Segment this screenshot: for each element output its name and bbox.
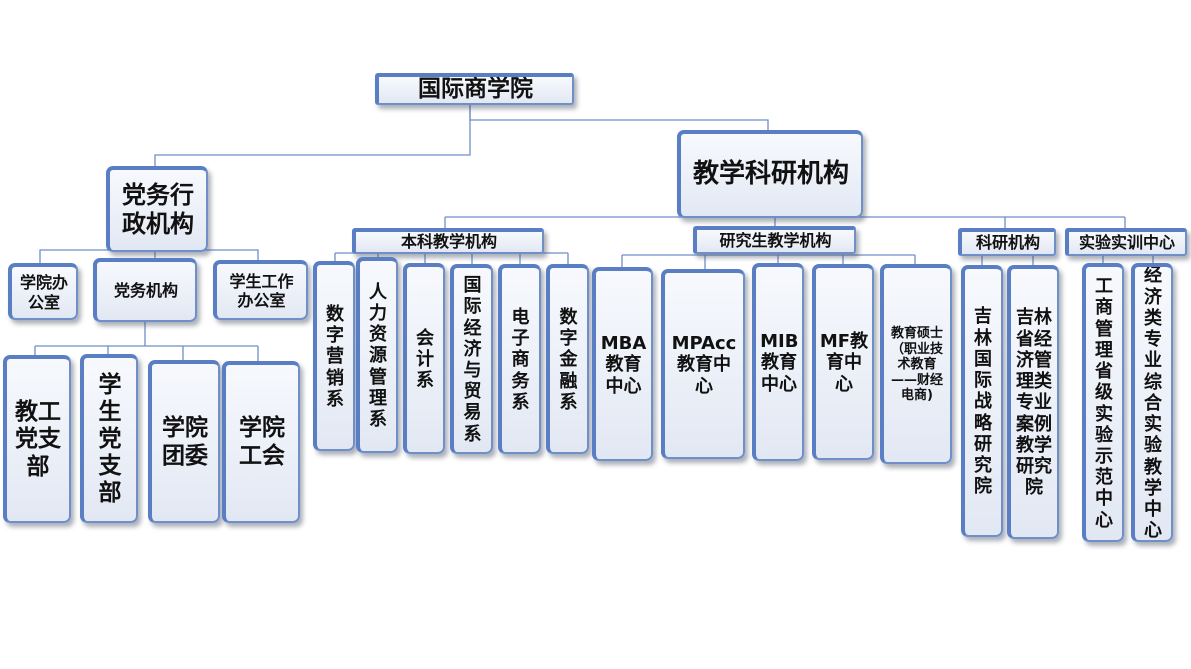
node-undergrad-teaching: 本科教学机构 (352, 228, 544, 254)
node-edu-master-center-label: 教育硕士（职业技术教育——财经电商) (890, 326, 943, 404)
node-graduate-teaching-label: 研究生教学机构 (719, 231, 832, 251)
node-case-teaching-institute-label: 吉林省经济管理类专业案例教学研究院 (1015, 307, 1052, 499)
node-student-party-branch-label: 学生党支部 (98, 371, 122, 507)
node-party-affairs: 党务机构 (93, 258, 197, 322)
node-mpacc-center: MPAcc教育中心 (661, 269, 745, 459)
node-root-label: 国际商学院 (418, 76, 533, 103)
node-mpacc-center-label: MPAcc教育中心 (671, 332, 737, 397)
node-dept-intl-trade-label: 国际经济与贸易系 (463, 275, 482, 445)
node-economics-lab-center: 经济类专业综合实验教学中心 (1131, 263, 1173, 542)
node-lab-center-label: 实验实训中心 (1078, 233, 1175, 253)
node-student-party-branch: 学生党支部 (80, 354, 138, 523)
node-teaching-research: 教学科研机构 (677, 130, 863, 218)
node-mf-center: MF教育中心 (812, 264, 874, 460)
node-lab-center: 实验实训中心 (1065, 228, 1187, 256)
node-dept-digital-marketing: 数字营销系 (313, 261, 355, 451)
node-economics-lab-center-label: 经济类专业综合实验教学中心 (1143, 265, 1162, 542)
node-college-office-label: 学院办公室 (19, 273, 68, 312)
node-mib-center-label: MIB教育中心 (760, 330, 799, 395)
node-research-institutes-label: 科研机构 (975, 233, 1040, 253)
node-dept-human-resources-label: 人力资源管理系 (368, 281, 387, 431)
node-student-affairs-office-label: 学生工作办公室 (229, 271, 294, 310)
node-business-lab-center: 工商管理省级实验示范中心 (1082, 263, 1124, 542)
node-dept-digital-marketing-label: 数字营销系 (325, 303, 344, 410)
node-dept-human-resources: 人力资源管理系 (356, 257, 398, 453)
node-teaching-research-label: 教学科研机构 (692, 159, 849, 190)
node-labor-union: 学院工会 (222, 361, 300, 523)
node-mf-center-label: MF教育中心 (819, 330, 869, 395)
node-edu-master-center: 教育硕士（职业技术教育——财经电商) (880, 264, 952, 464)
node-undergrad-teaching-label: 本科教学机构 (400, 232, 497, 252)
node-student-affairs-office: 学生工作办公室 (213, 260, 308, 320)
node-mib-center: MIB教育中心 (752, 263, 804, 461)
node-dept-ecommerce: 电子商务系 (498, 264, 541, 454)
node-dept-accounting: 会计系 (403, 263, 445, 454)
node-dept-digital-finance-label: 数字金融系 (559, 306, 578, 413)
node-party-admin: 党务行政机构 (106, 166, 208, 252)
node-jilin-strategy-institute: 吉林国际战略研究院 (961, 265, 1003, 537)
node-dept-accounting-label: 会计系 (415, 327, 434, 392)
node-mba-center-label: MBA教育中心 (600, 332, 647, 397)
node-staff-party-branch: 教工党支部 (3, 355, 71, 523)
node-dept-intl-trade: 国际经济与贸易系 (450, 264, 493, 454)
node-staff-party-branch-label: 教工党支部 (14, 398, 61, 480)
node-research-institutes: 科研机构 (958, 228, 1056, 256)
node-case-teaching-institute: 吉林省经济管理类专业案例教学研究院 (1007, 265, 1059, 539)
node-root: 国际商学院 (375, 73, 574, 105)
node-dept-digital-finance: 数字金融系 (546, 264, 589, 454)
node-dept-ecommerce-label: 电子商务系 (511, 306, 530, 413)
node-youth-league: 学院团委 (148, 360, 220, 523)
node-party-affairs-label: 党务机构 (113, 281, 178, 301)
node-youth-league-label: 学院团委 (161, 414, 208, 469)
node-mba-center: MBA教育中心 (592, 267, 653, 461)
node-business-lab-center-label: 工商管理省级实验示范中心 (1094, 276, 1113, 531)
node-party-admin-label: 党务行政机构 (121, 181, 194, 238)
node-jilin-strategy-institute-label: 吉林国际战略研究院 (973, 306, 992, 498)
node-graduate-teaching: 研究生教学机构 (693, 226, 856, 254)
node-college-office: 学院办公室 (8, 263, 78, 320)
node-labor-union-label: 学院工会 (238, 415, 285, 469)
